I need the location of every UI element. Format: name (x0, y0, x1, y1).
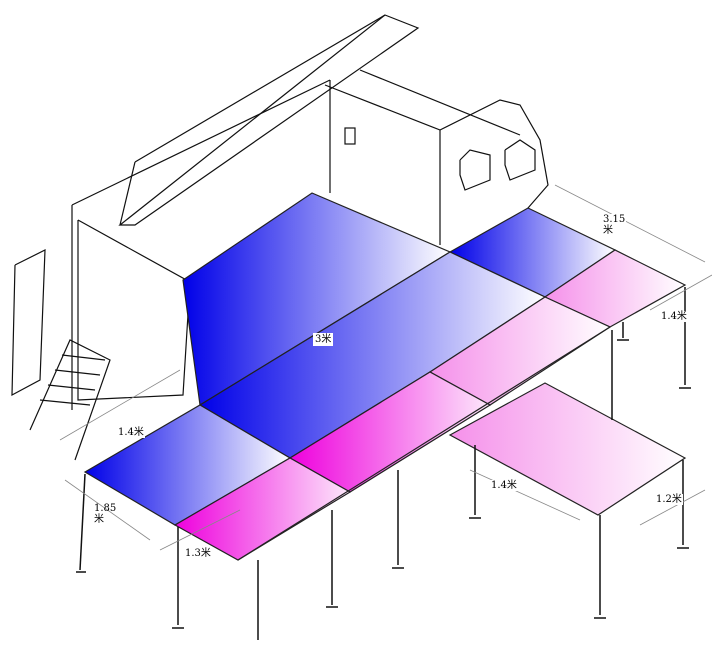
dimension-label-truck-width: 3.15 米 (602, 214, 627, 236)
dimension-label-right-depth: 1.4米 (660, 311, 688, 322)
dimension-lines (59, 184, 712, 551)
dimension-label-wing-width: 1.2米 (655, 494, 683, 505)
dimension-label-stage-length: 3米 (313, 333, 334, 346)
dimension-label-wing-length: 1.4米 (490, 480, 518, 491)
dimension-label-front-width: 1.3米 (184, 548, 212, 559)
panel-front-magenta (173, 457, 352, 561)
panel-wing (448, 382, 687, 516)
dimension-label-left-depth: 1.4米 (117, 427, 145, 438)
stage-legs (76, 287, 691, 640)
truck-outline (11, 14, 549, 461)
stage-panels (83, 192, 687, 561)
dimension-label-left-height: 1.85 米 (94, 503, 117, 525)
